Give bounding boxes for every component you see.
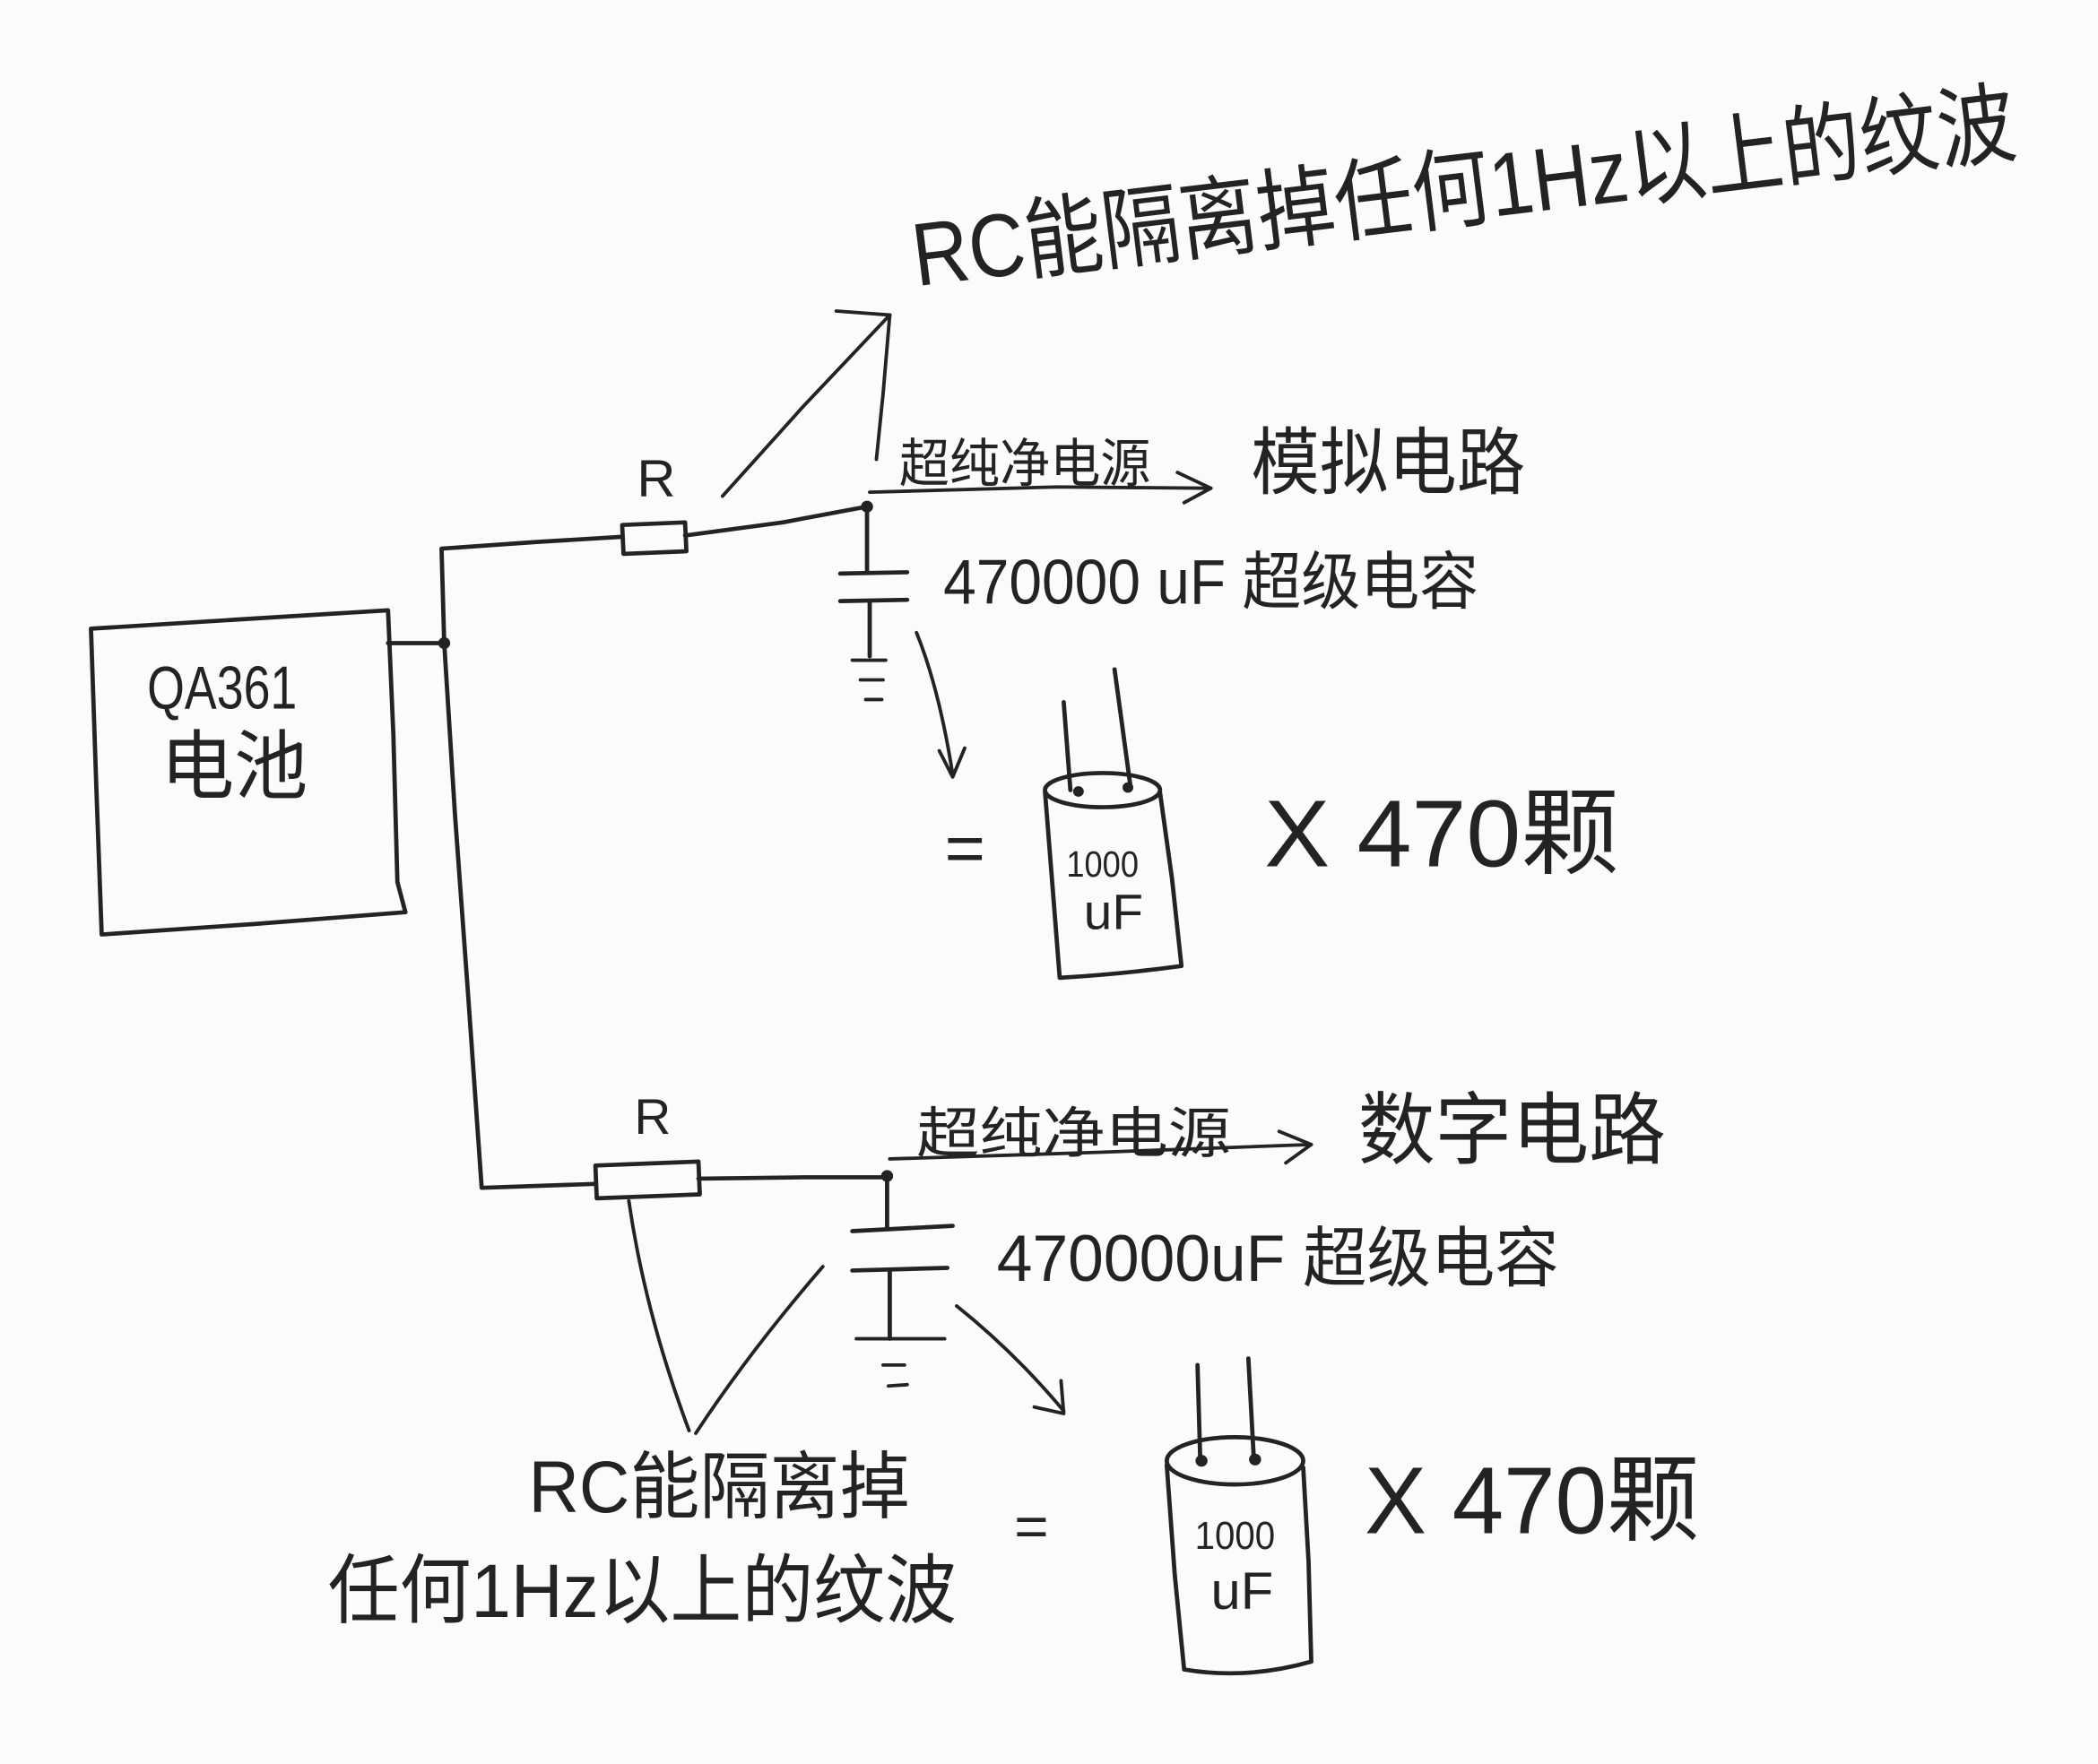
analog-ground-symbol [850, 658, 888, 702]
analog-resistor-to-node-wire [682, 504, 870, 538]
analog-supply-arrow [868, 485, 1213, 495]
digital-resistor-to-node-wire [696, 1175, 889, 1181]
analog-equivalence-arrowhead [937, 746, 967, 779]
analog-supply-label: 超纯净电源 [899, 434, 1151, 493]
analog-cap-plate-top [837, 570, 910, 576]
analog-feed-wire [439, 534, 625, 645]
analog-equals-sign: = [945, 810, 985, 886]
analog-rc-note-pointer [720, 313, 892, 498]
capacitor-unit: uF [1084, 884, 1143, 939]
digital-supply-arrow [888, 1142, 1313, 1161]
digital-cap-plate-bottom [850, 1266, 949, 1273]
digital-supply-label: 超纯净电源 [916, 1103, 1231, 1164]
digital-resistor [593, 1159, 702, 1201]
digital-equals-sign: = [1014, 1493, 1048, 1558]
analog-branch: R 超纯净电源 模拟电路 470000 uF 超级电容 = 1000 uF [620, 74, 2021, 981]
ground-line [886, 1382, 909, 1388]
battery-model: QA361 [147, 654, 297, 722]
analog-load-label: 模拟电路 [1251, 421, 1525, 504]
digital-cap-plate-top [850, 1224, 955, 1233]
capacitor-value: 1000 [1195, 1514, 1276, 1558]
digital-supercap-label: 470000uF 超级电容 [997, 1222, 1559, 1295]
analog-supply-arrowhead [1175, 471, 1213, 505]
battery-box [89, 608, 408, 937]
analog-rc-note: RC能隔离掉任何1Hz以上的纹波 [906, 74, 2021, 306]
digital-load-label: 数字电路 [1358, 1086, 1666, 1174]
analog-electrolytic-capacitor: 1000 uF [1043, 667, 1184, 981]
capacitor-value: 1000 [1066, 843, 1139, 885]
digital-resistor-label: R [634, 1089, 671, 1145]
digital-rc-note-line1: RC能隔离掉 [528, 1446, 909, 1528]
capacitor-terminal [1195, 1455, 1208, 1467]
analog-resistor [620, 520, 689, 557]
capacitor-top [1164, 1435, 1305, 1487]
capacitor-body [1164, 1462, 1313, 1676]
capacitor-terminal [1072, 786, 1084, 797]
analog-capacitor-count: X 470颗 [1264, 781, 1618, 886]
analog-cap-plate-bottom [837, 597, 910, 603]
digital-capacitor-count: X 470颗 [1365, 1448, 1699, 1553]
digital-rc-note-pointer [627, 1198, 691, 1432]
capacitor-body [1043, 789, 1184, 981]
digital-electrolytic-capacitor: 1000 uF [1164, 1356, 1313, 1676]
digital-rc-note-line2: 任何1Hz以上的纹波 [328, 1549, 957, 1634]
analog-equivalence-arrow [915, 630, 955, 776]
capacitor-lead [1112, 667, 1133, 790]
digital-equivalence-arrow [955, 1304, 1066, 1414]
capacitor-lead [1245, 1356, 1256, 1459]
battery: QA361 电池 [89, 608, 408, 937]
capacitor-terminal [1249, 1453, 1261, 1466]
capacitor-unit: uF [1211, 1561, 1274, 1621]
analog-rc-note-pointer [874, 313, 892, 462]
digital-branch: R 超纯净电源 数字电路 470000uF 超级电容 = 1000 uF [328, 1086, 1699, 1676]
digital-feed-wire [442, 641, 598, 1190]
capacitor-terminal [1123, 782, 1134, 793]
analog-rc-note-arrowhead [834, 309, 892, 317]
analog-resistor-label: R [637, 448, 675, 507]
capacitor-top [1043, 771, 1163, 809]
analog-supercap-label: 470000 uF 超级电容 [943, 548, 1478, 618]
digital-supply-arrowhead [1277, 1129, 1313, 1165]
digital-equivalence-arrowhead [1032, 1379, 1066, 1415]
digital-ground-symbol [854, 1336, 947, 1388]
digital-rc-note-pointer [694, 1265, 825, 1435]
battery-name: 电池 [160, 724, 308, 809]
capacitor-lead [1195, 1362, 1203, 1461]
